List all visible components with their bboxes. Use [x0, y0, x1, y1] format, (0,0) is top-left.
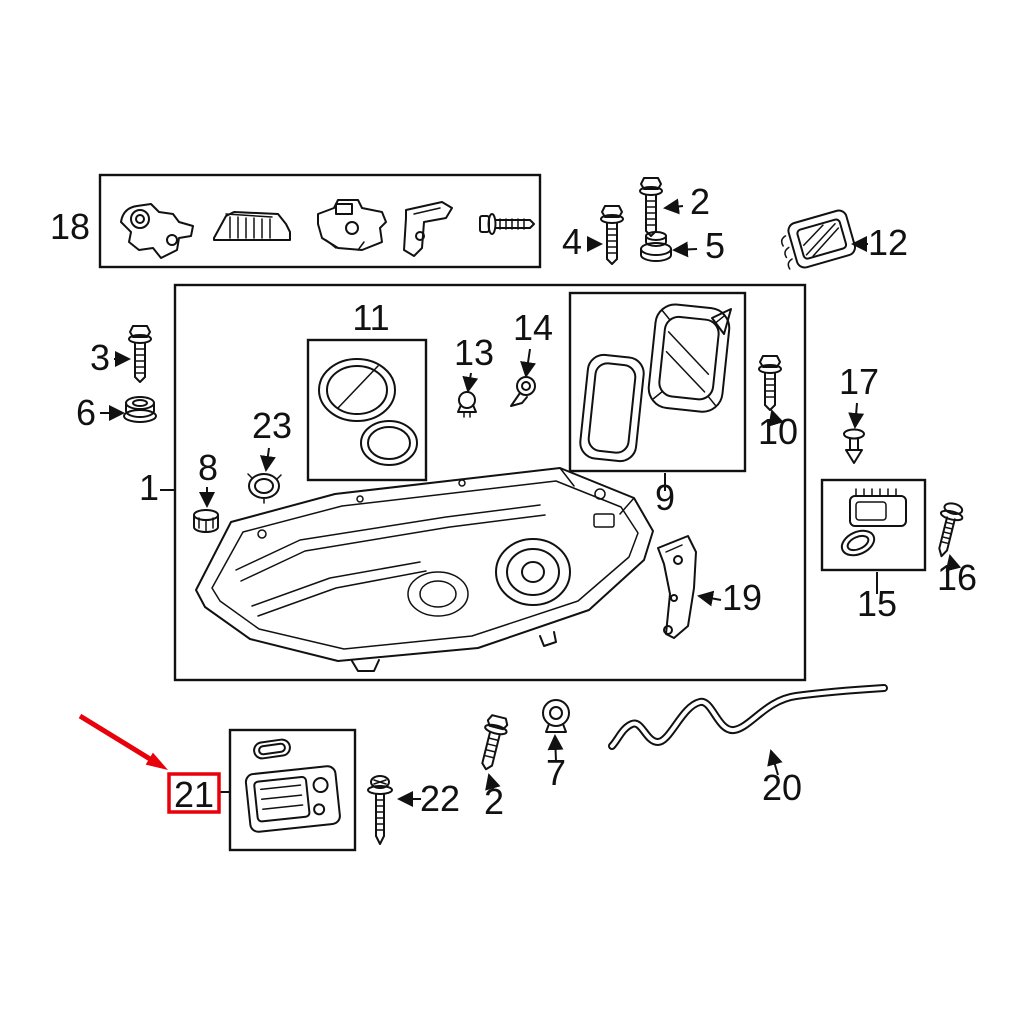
part-16-leader [945, 554, 962, 572]
part-6-grommet-drawing [123, 396, 157, 423]
part-23-leader [259, 447, 276, 472]
part-3-bolt-drawing [128, 325, 152, 383]
part-10-bolt-drawing [758, 355, 782, 411]
part-7-label: 7 [546, 752, 566, 793]
part-13-bulb-drawing [457, 391, 477, 418]
part-6-label: 6 [76, 392, 96, 433]
part-22-label: 22 [420, 778, 460, 819]
part-5-label: 5 [705, 225, 725, 266]
part-20-label: 20 [762, 767, 802, 808]
part-23-label: 23 [252, 405, 292, 446]
group-box-18 [98, 173, 542, 269]
part-17-label: 17 [839, 361, 879, 402]
headlight-drawing [195, 467, 654, 672]
part-19-bracket-drawing [657, 535, 697, 639]
part-18-bracket-b-drawing [213, 211, 291, 241]
group-box-main [173, 283, 807, 682]
group-box-11 [306, 338, 428, 482]
part-18-bracket-c-drawing [317, 199, 387, 251]
part-2-bottom-bolt-drawing [481, 714, 509, 771]
part-5-leader [672, 241, 698, 258]
part-4-bolt-drawing [600, 205, 624, 265]
part-18-bolt-drawing [479, 213, 535, 235]
part-2-bottom-leader [485, 773, 501, 791]
part-2-top-bolt-drawing [639, 177, 663, 237]
part-21-label: 21 [174, 774, 214, 815]
part-18-bracket-a-drawing [120, 203, 194, 259]
part-5-grommet-drawing [640, 231, 672, 262]
part-17-leader [848, 402, 865, 429]
part-9-label: 9 [655, 477, 675, 518]
part-8-label: 8 [198, 447, 218, 488]
highlight-box-21 [167, 772, 221, 814]
part-11-rings-drawing [318, 358, 418, 466]
part-20-leader [767, 749, 783, 776]
part-12-module-drawing [780, 209, 857, 270]
part-10-label: 10 [758, 411, 798, 452]
part-16-screw-drawing [938, 502, 964, 558]
part-19-leader [697, 590, 722, 607]
part-14-bulb-drawing [510, 376, 536, 407]
part-19-label: 19 [722, 577, 762, 618]
part-17-clip-drawing [843, 428, 865, 464]
highlight-arrow-head [145, 752, 168, 770]
part-16-label: 16 [937, 557, 977, 598]
highlight-arrow-shaft [78, 713, 152, 762]
part-12-label: 12 [868, 222, 908, 263]
part-18-bracket-d-drawing [403, 201, 453, 257]
part-23-ring-drawing [247, 473, 282, 504]
part-13-label: 13 [454, 332, 494, 373]
part-13-leader [462, 372, 479, 393]
group-box-9 [568, 291, 747, 473]
part-9-gasket-drawing [579, 353, 645, 463]
part-2-top-leader [663, 198, 684, 215]
part-8-nut-drawing [193, 509, 219, 533]
part-3-label: 3 [90, 337, 110, 378]
part-11-label: 11 [352, 297, 389, 338]
part-2-bottom-label: 2 [484, 781, 504, 822]
part-7-leader [547, 734, 564, 762]
group-box-15 [820, 478, 927, 572]
part-18-label: 18 [50, 206, 90, 247]
part-22-screw-drawing [367, 775, 393, 845]
part-2-top-label: 2 [690, 181, 710, 222]
part-10-leader [768, 409, 784, 427]
part-9-triangle-marker [711, 308, 732, 335]
part-1-label: 1 [139, 467, 159, 508]
part-15-label: 15 [857, 583, 897, 624]
group-box-21 [228, 728, 357, 852]
part-21-module-drawing [244, 738, 341, 833]
part-14-label: 14 [513, 307, 553, 348]
part-4-label: 4 [562, 221, 582, 262]
part-7-sensor-drawing [542, 699, 570, 733]
part-9-cover-drawing [647, 303, 731, 413]
part-14-leader [520, 348, 536, 378]
part-15-module-drawing [840, 488, 907, 557]
part-20-tube-drawing [608, 684, 888, 750]
